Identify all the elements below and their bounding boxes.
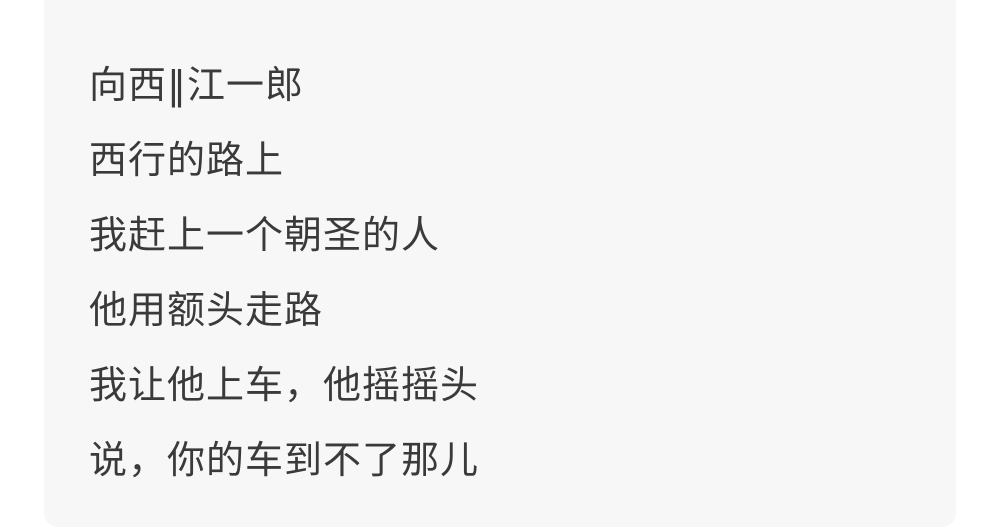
poem-line: 西行的路上 [89,138,285,182]
text-card [44,0,956,527]
poem-line: 我赶上一个朝圣的人 [89,213,441,257]
poem-line: 说，你的车到不了那儿 [89,438,480,482]
poem-text: 向西‖江一郎 西行的路上 我赶上一个朝圣的人 他用额头走路 我让他上车，他摇摇头… [89,48,479,498]
poem-title-line: 向西‖江一郎 [89,63,305,107]
poem-line: 他用额头走路 [89,288,324,332]
poem-line: 我让他上车，他摇摇头 [89,363,480,407]
